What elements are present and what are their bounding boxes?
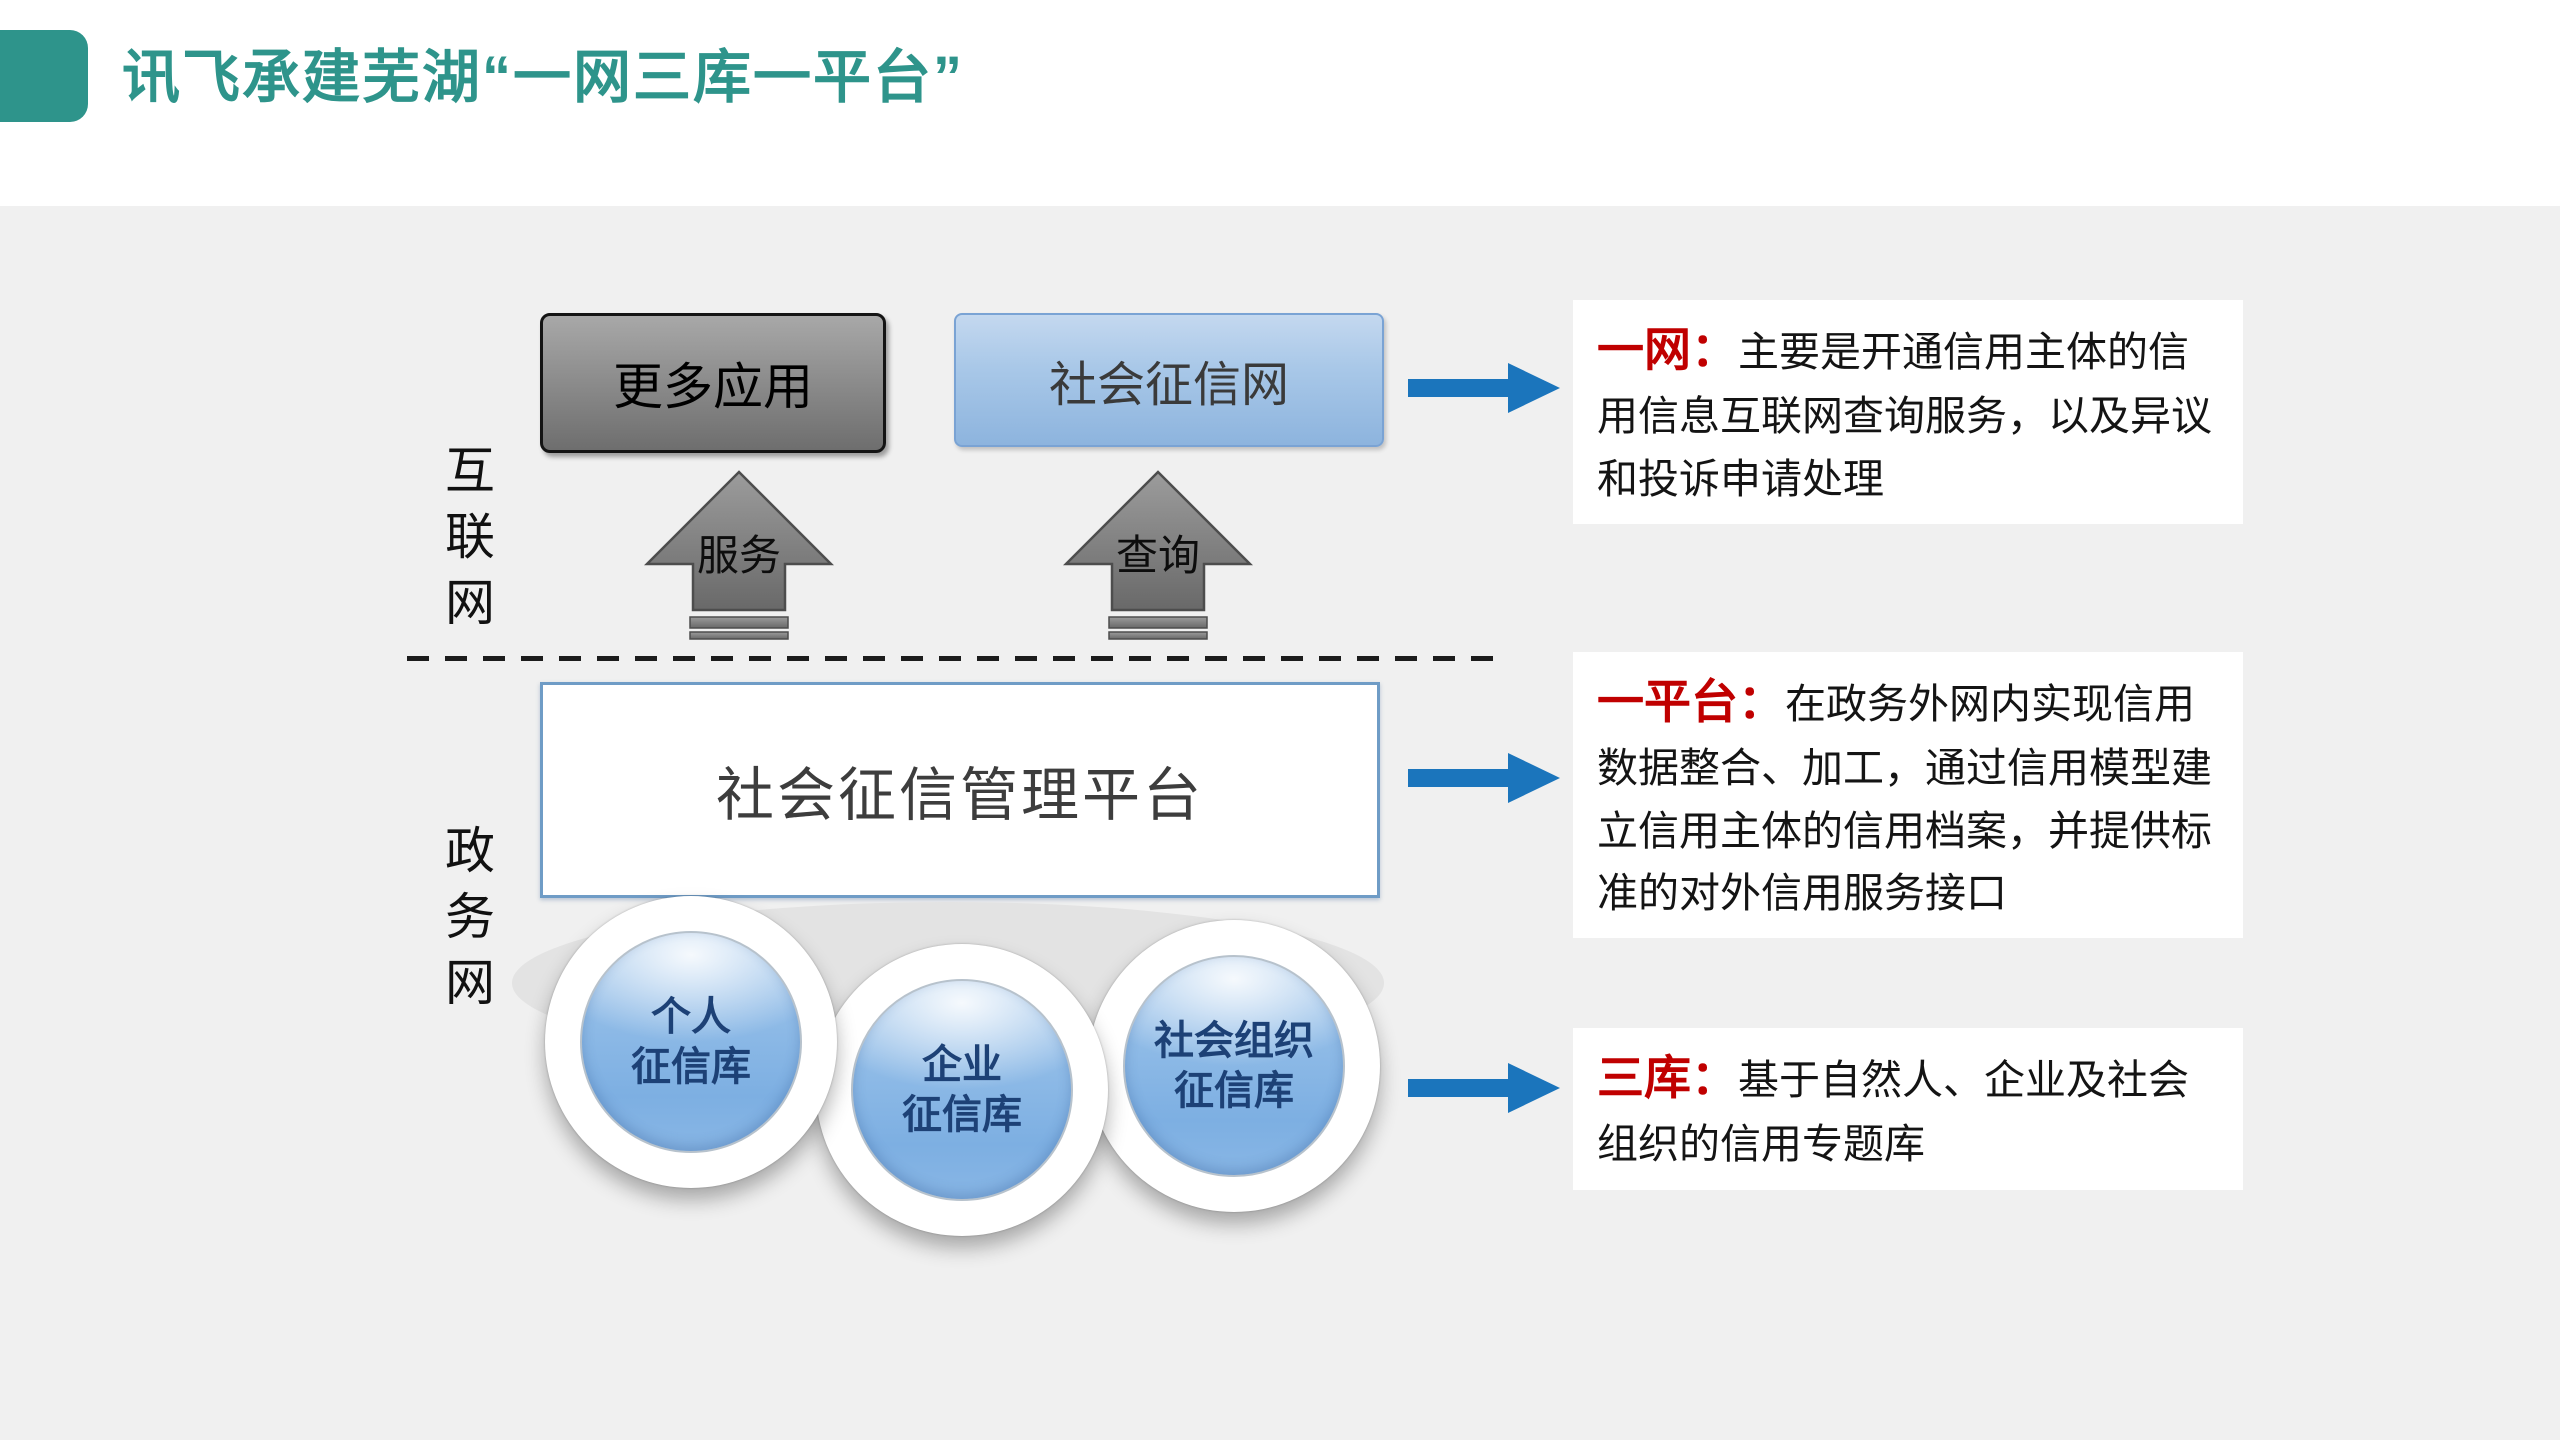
box-more-apps: 更多应用 [540, 313, 886, 453]
zone-label-internet: 互联网 [438, 444, 494, 642]
callout-three-databases-text: 基于自然人、企业及社会组织的信用专题库 [1597, 1057, 2189, 1168]
right-arrow-platform-icon [1408, 753, 1560, 803]
box-social-credit-site-label: 社会征信网 [1048, 359, 1289, 412]
callout-one-network: 一网：主要是开通信用主体的信用信息互联网查询服务，以及异议和投诉申请处理 [1573, 300, 2243, 525]
right-arrow-network-icon [1408, 363, 1560, 413]
box-credit-management-platform: 社会征信管理平台 [540, 682, 1380, 898]
up-arrow-query-label: 查询 [1115, 532, 1200, 579]
database-enterprise: 企业 征信库 [816, 944, 1108, 1236]
zone-label-government: 政务网 [438, 824, 494, 1022]
platform-label: 社会征信管理平台 [715, 763, 1204, 828]
callout-one-platform-text: 在政务外网内实现信用数据整合、加工，通过信用模型建立信用主体的信用档案，并提供标… [1597, 681, 2212, 917]
callout-one-platform-term: 一平台： [1597, 675, 1785, 728]
up-arrow-query-icon [1063, 470, 1253, 640]
database-social-org-label: 社会组织 征信库 [1123, 955, 1345, 1177]
page-title: 讯飞承建芜湖“一网三库一平台” [122, 45, 965, 110]
callout-three-databases-term: 三库： [1597, 1051, 1738, 1104]
callout-three-databases: 三库：基于自然人、企业及社会组织的信用专题库 [1573, 1028, 2243, 1190]
box-social-credit-site: 社会征信网 [954, 313, 1384, 447]
callout-one-network-text: 主要是开通信用主体的信用信息互联网查询服务，以及异议和投诉申请处理 [1597, 329, 2212, 502]
callout-one-platform: 一平台：在政务外网内实现信用数据整合、加工，通过信用模型建立信用主体的信用档案，… [1573, 652, 2243, 939]
up-arrow-service-icon [644, 470, 834, 640]
database-personal: 个人 征信库 [545, 896, 837, 1188]
callout-one-network-term: 一网： [1597, 323, 1738, 376]
box-more-apps-label: 更多应用 [613, 359, 813, 415]
database-personal-label: 个人 征信库 [580, 931, 802, 1153]
database-enterprise-label: 企业 征信库 [851, 979, 1073, 1201]
network-boundary-dashed-line [407, 656, 1505, 661]
title-accent-chip [0, 30, 88, 122]
right-arrow-databases-icon [1408, 1063, 1560, 1113]
database-social-org: 社会组织 征信库 [1088, 920, 1380, 1212]
up-arrow-service-label: 服务 [696, 532, 781, 579]
